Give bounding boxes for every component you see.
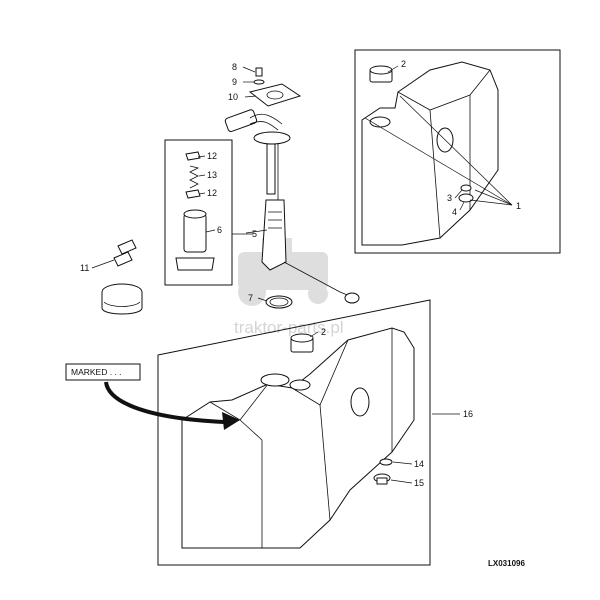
key-2 [113, 251, 133, 267]
washer [253, 79, 265, 85]
clip-bottom [185, 189, 201, 199]
marked-label: MARKED . . . [71, 367, 122, 377]
sender-flange [253, 131, 291, 145]
gasket [248, 83, 302, 107]
tank-sender-port [260, 373, 290, 387]
detail-plug [458, 193, 474, 203]
detail-tank [361, 61, 499, 246]
electrical-connector [224, 109, 258, 133]
marked-label-box [65, 363, 141, 381]
callout-5: 5 [252, 229, 257, 239]
callout-16: 16 [463, 409, 473, 419]
figure-id: LX031096 [488, 559, 525, 568]
clip-top [185, 151, 201, 161]
callout-10: 10 [228, 92, 238, 102]
marked-arrow [104, 381, 225, 424]
float [344, 292, 360, 304]
tank-filler-neck [289, 379, 311, 391]
key-1 [117, 239, 137, 255]
callout-14: 14 [414, 459, 424, 469]
callout-9: 9 [232, 77, 237, 87]
watermark: traktor-parts.pl [234, 238, 344, 337]
sender-body [261, 199, 287, 271]
callout-8: 8 [232, 62, 237, 72]
callout-12-top: 12 [207, 151, 217, 161]
sender-assembly: 8 9 10 5 7 [224, 62, 360, 309]
callout-4: 4 [452, 207, 457, 217]
pump-detail-frame [164, 139, 233, 286]
callout-1: 1 [516, 201, 521, 211]
tank-opening [350, 387, 370, 417]
marked-arrowhead [222, 412, 240, 430]
pump-base [175, 257, 215, 271]
callout-13: 13 [207, 170, 217, 180]
main-frame: 2 14 15 16 [157, 299, 473, 566]
callout-2-main: 2 [321, 327, 326, 337]
detail-cap [369, 65, 393, 83]
callout-15: 15 [414, 478, 424, 488]
locking-fuel-cap: 11 [80, 239, 143, 315]
detail-frame: 2 3 4 1 [354, 49, 561, 254]
callout-12-bottom: 12 [207, 188, 217, 198]
main-frame-border [157, 299, 431, 566]
fuel-pump [183, 213, 207, 253]
callout-3: 3 [447, 193, 452, 203]
pump-detail: 12 13 12 6 [164, 139, 253, 286]
sender-tube [266, 143, 276, 195]
detail-frame-border [354, 49, 561, 254]
callout-11: 11 [80, 263, 89, 273]
callout-7: 7 [248, 293, 253, 303]
drain-grommet [379, 458, 393, 466]
callout-6: 6 [217, 225, 222, 235]
detail-filler-neck [369, 116, 391, 128]
tank-cap [290, 333, 314, 353]
marked-note: MARKED . . . [65, 363, 240, 430]
fuel-tank [181, 327, 415, 549]
spring [189, 165, 200, 189]
callout-2: 2 [401, 59, 406, 69]
detail-grommet [460, 184, 472, 192]
screw [255, 67, 263, 77]
